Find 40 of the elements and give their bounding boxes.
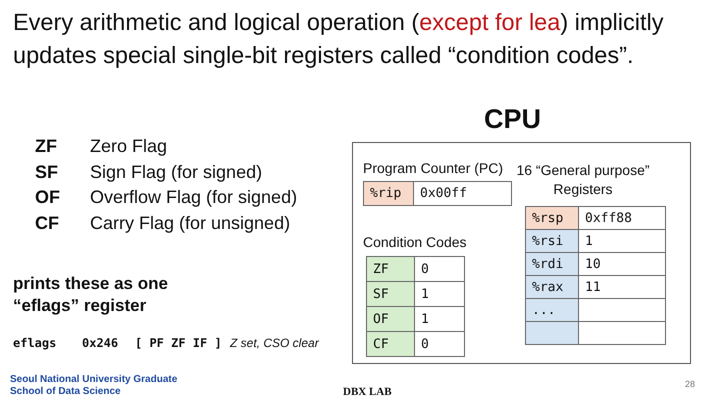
flag-description: Sign Flag (for signed): [90, 162, 262, 182]
flag-description: Overflow Flag (for signed): [90, 187, 298, 208]
register-value-cell: 1: [415, 307, 465, 332]
register-value-cell: 11: [579, 276, 666, 299]
register-value-cell: 10: [579, 253, 666, 276]
page-number: 28: [685, 379, 696, 389]
register-name-cell: %rsp: [526, 207, 579, 230]
cpu-heading: CPU: [484, 104, 542, 135]
flag-abbreviation: OF: [35, 187, 60, 208]
register-name-cell: OF: [367, 307, 415, 332]
slide-title: Every arithmetic and logical operation (except for lea) implicitly updates special single-bit registers called “condition codes”.: [13, 8, 664, 70]
register-value-cell: 0xff88: [579, 207, 666, 230]
register-value-cell: 0: [415, 257, 465, 282]
flag-description: Carry Flag (for unsigned): [90, 212, 290, 234]
flag-abbreviation: CF: [35, 212, 59, 234]
register-name-cell: %rax: [526, 276, 579, 299]
comment-text: Z set, CSO clear: [230, 336, 319, 350]
affiliation-text: Seoul National University Graduate School of Data Science: [10, 374, 178, 398]
register-name-cell: SF: [367, 282, 415, 307]
register-value-cell: 0x00ff: [414, 182, 512, 206]
flag-description: Zero Flag: [90, 136, 168, 157]
note-text: prints these as one “eflags” register: [13, 273, 169, 317]
footer-text: DBX LAB: [343, 386, 392, 398]
register-value-cell: 1: [415, 282, 465, 307]
register-value-cell: 0: [415, 332, 465, 357]
table-heading: Condition Codes: [363, 233, 468, 252]
flag-abbreviation: SF: [35, 162, 58, 182]
register-name-cell: %rdi: [526, 253, 579, 276]
flag-abbreviation: ZF: [35, 136, 57, 157]
register-name-cell: ...: [526, 299, 579, 322]
code-text: [ PF ZF IF ]: [135, 336, 222, 350]
cpu-panel: [352, 142, 691, 364]
code-text: 0x246: [82, 336, 118, 350]
code-text: eflags: [13, 336, 56, 350]
register-value-cell: 1: [579, 230, 666, 253]
register-name-cell: CF: [367, 332, 415, 357]
register-name-cell: ZF: [367, 257, 415, 282]
table-heading: 16 “General purpose” Registers: [515, 161, 651, 199]
register-name-cell: %rsi: [526, 230, 579, 253]
register-name-cell: %rip: [364, 182, 414, 206]
